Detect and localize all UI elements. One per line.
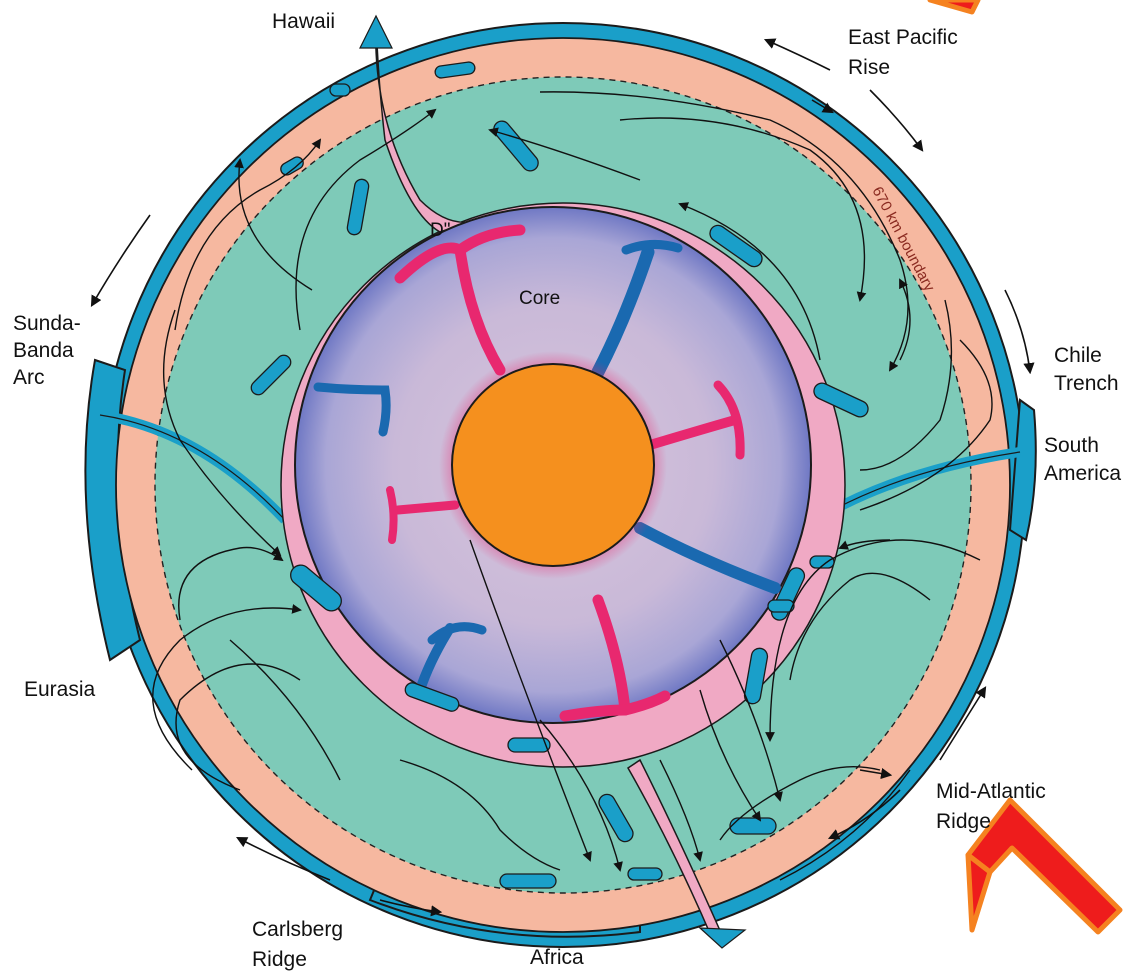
label-africa: Africa bbox=[530, 946, 584, 969]
inner-core bbox=[439, 351, 667, 579]
label-sunda-banda-arc-line2: Banda bbox=[13, 339, 74, 362]
label-carlsberg-ridge-line1: Carlsberg bbox=[252, 918, 343, 941]
label-core: Core bbox=[519, 288, 560, 309]
label-east-pacific-rise-line2: Rise bbox=[848, 56, 890, 79]
label-mid-atlantic-ridge-line1: Mid-Atlantic bbox=[936, 780, 1046, 803]
label-south-america-line2: America bbox=[1044, 462, 1121, 485]
label-d-double-prime: D" bbox=[430, 220, 450, 241]
label-sunda-banda-arc-line3: Arc bbox=[13, 366, 45, 389]
label-sunda-banda-arc-line1: Sunda- bbox=[13, 312, 81, 335]
label-chile-trench-line1: Chile bbox=[1054, 344, 1102, 367]
pointer-arrow-top-icon bbox=[930, 0, 978, 12]
label-carlsberg-ridge-line2: Ridge bbox=[252, 948, 307, 971]
label-chile-trench-line2: Trench bbox=[1054, 372, 1119, 395]
label-hawaii: Hawaii bbox=[272, 10, 335, 33]
label-eurasia: Eurasia bbox=[24, 678, 96, 701]
label-mid-atlantic-ridge-line2: Ridge bbox=[936, 810, 991, 833]
label-south-america-line1: South bbox=[1044, 434, 1099, 457]
label-east-pacific-rise-line1: East Pacific bbox=[848, 26, 958, 49]
